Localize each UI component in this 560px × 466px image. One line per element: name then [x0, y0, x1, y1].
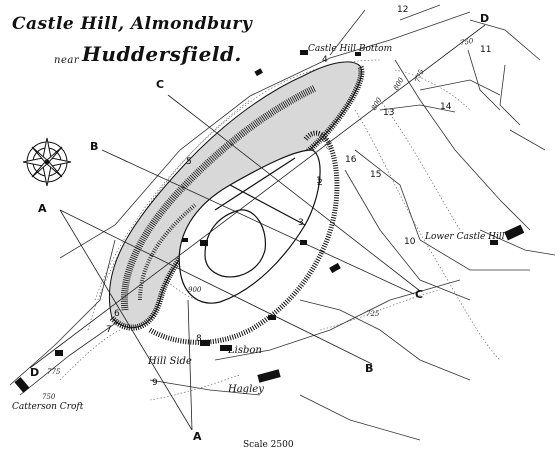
- section-d-top: D: [480, 12, 490, 25]
- section-b-top: B: [90, 140, 99, 153]
- field-number-15: 15: [370, 170, 382, 180]
- field-number-1: 1: [316, 176, 322, 186]
- field-number-9: 9: [152, 378, 158, 388]
- field-number-13: 13: [383, 108, 395, 118]
- map-title-line1: Castle Hill, Almondbury: [12, 14, 253, 34]
- buildings: [14, 50, 525, 393]
- field-number-4: 4: [322, 55, 328, 65]
- field-number-8: 8: [196, 334, 202, 344]
- inner-enclosure: [178, 149, 321, 304]
- field-number-11: 11: [480, 45, 492, 55]
- section-c-bottom: C: [415, 288, 424, 301]
- field-number-3: 3: [298, 218, 304, 228]
- place-castle-hill-bottom: Castle Hill Bottom: [308, 44, 393, 54]
- place-hill-side: Hill Side: [148, 356, 192, 367]
- field-number-5: 5: [186, 157, 192, 167]
- elevation-775: 775: [47, 368, 61, 376]
- compass-rose-icon: [22, 137, 72, 187]
- field-number-16: 16: [345, 155, 357, 165]
- field-number-14: 14: [440, 102, 452, 112]
- section-c-top: C: [156, 78, 165, 91]
- field-number-7: 7: [106, 325, 112, 335]
- field-number-12: 12: [397, 5, 409, 15]
- section-a-top: A: [38, 202, 47, 215]
- section-b-bottom: B: [365, 362, 374, 375]
- elevation-900: 900: [188, 286, 202, 294]
- field-number-2: 2: [317, 178, 323, 188]
- place-hagley: Hagley: [228, 384, 264, 395]
- map-scale: Scale 2500: [243, 440, 294, 450]
- field-number-10: 10: [404, 237, 416, 247]
- section-d-bottom: D: [30, 366, 40, 379]
- section-lines: [29, 24, 486, 431]
- elevation-750: 750: [42, 393, 56, 401]
- elevation-725: 725: [366, 310, 380, 318]
- map-title-line2: near: [54, 55, 80, 66]
- place-catterson-croft: Catterson Croft: [12, 402, 84, 412]
- map-title-line3: Huddersfield.: [82, 42, 242, 66]
- place-lower-castle-hill: Lower Castle Hill: [425, 232, 505, 242]
- section-a-bottom: A: [193, 430, 202, 443]
- place-lisbon: Lisbon: [228, 345, 262, 356]
- field-number-6: 6: [114, 309, 120, 319]
